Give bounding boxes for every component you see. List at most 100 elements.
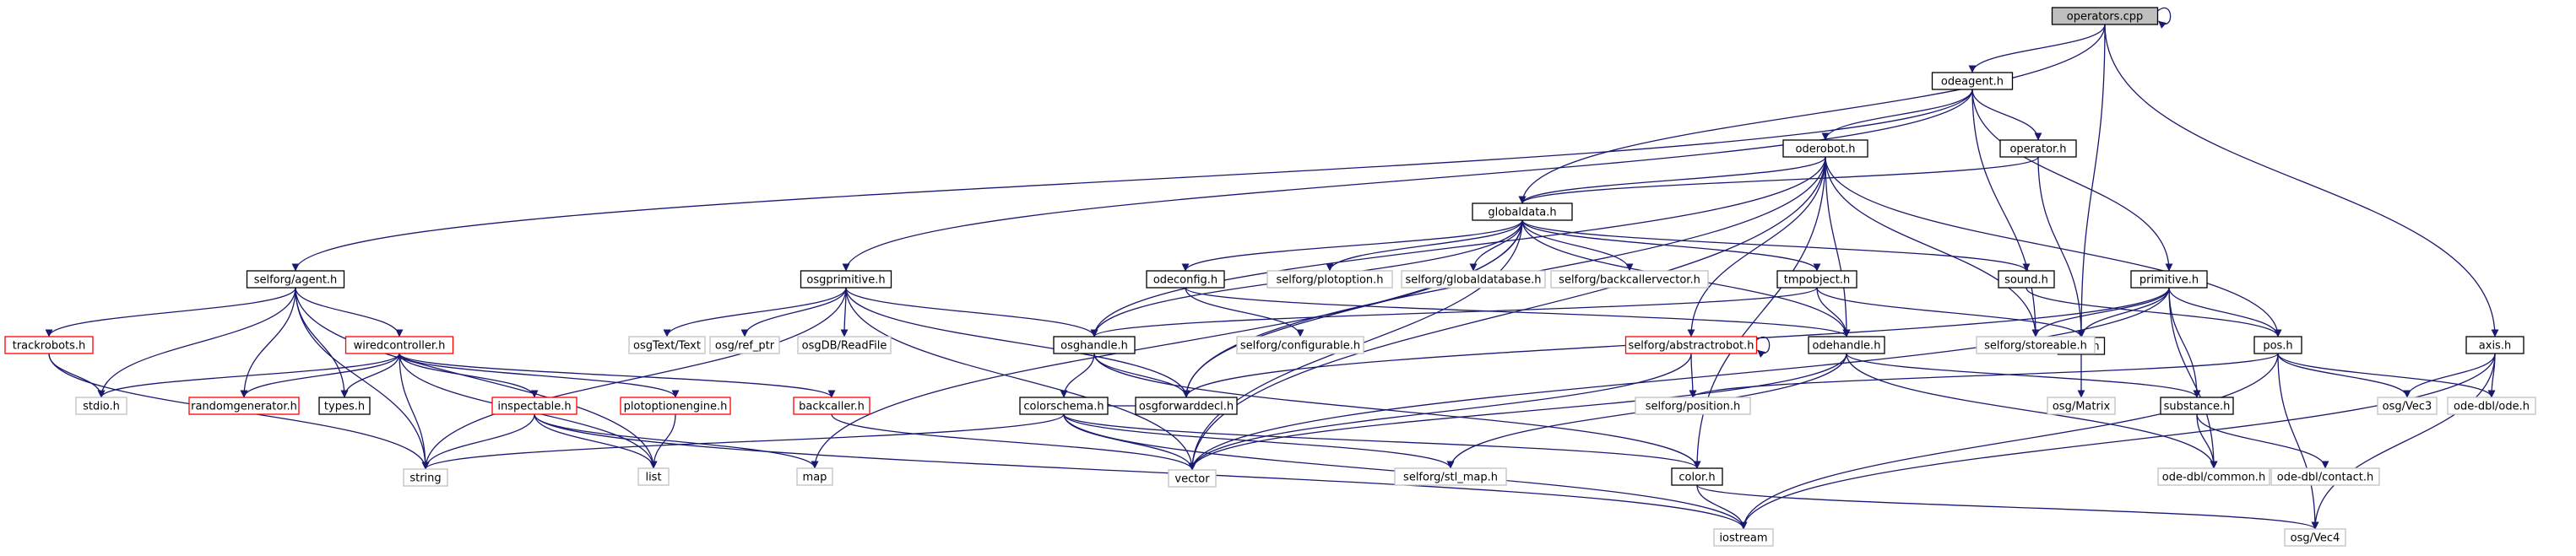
node-box[interactable] [2377, 397, 2438, 415]
node-box[interactable] [1019, 397, 1109, 415]
node-plotoptionengine-h[interactable]: plotoptionengine.h [620, 397, 731, 415]
node-osgforwarddecl-h[interactable]: osgforwarddecl.h [1135, 397, 1238, 415]
node-label: ode-dbl/common.h [2162, 472, 2265, 484]
node-box[interactable] [1998, 270, 2055, 289]
node-box[interactable] [2130, 270, 2208, 289]
node-color-h[interactable]: color.h [1671, 467, 1723, 486]
node-box[interactable] [1931, 72, 2014, 90]
node-iostream[interactable]: iostream [1713, 528, 1774, 547]
node-box[interactable] [2051, 7, 2159, 25]
node-odeconfig-h[interactable]: odeconfig.h [1146, 270, 1225, 289]
node-box[interactable] [491, 397, 578, 415]
node-selforg-storeable-h[interactable]: selforg/storeable.h [1976, 336, 2096, 354]
node-vector[interactable]: vector [1168, 469, 1217, 488]
node-selforg-globaldatabase-h[interactable]: selforg/globaldatabase.h [1401, 270, 1546, 289]
node-map[interactable]: map [796, 467, 833, 486]
node-box[interactable] [1713, 528, 1774, 547]
node-selforg-plotoption-h[interactable]: selforg/plotoption.h [1266, 270, 1393, 289]
node-box[interactable] [403, 468, 448, 487]
node-box[interactable] [793, 397, 870, 415]
node-box[interactable] [2047, 397, 2116, 415]
node-box[interactable] [709, 336, 780, 354]
node-box[interactable] [1635, 397, 1751, 415]
node-osgtext-text[interactable]: osgText/Text [628, 336, 706, 354]
node-box[interactable] [1135, 397, 1238, 415]
node-axis-h[interactable]: axis.h [2465, 336, 2524, 354]
node-odeagent-h[interactable]: odeagent.h [1931, 72, 2014, 90]
node-substance-h[interactable]: substance.h [2160, 397, 2234, 415]
node-sound-h[interactable]: sound.h [1998, 270, 2055, 289]
node-box[interactable] [4, 336, 94, 354]
node-trackrobots-h[interactable]: trackrobots.h [4, 336, 94, 354]
node-wiredcontroller-h[interactable]: wiredcontroller.h [344, 336, 454, 354]
node-box[interactable] [1976, 336, 2096, 354]
node-selforg-abstractrobot-h[interactable]: selforg/abstractrobot.h [1624, 336, 1758, 354]
node-osg-matrix[interactable]: osg/Matrix [2047, 397, 2116, 415]
node-pos-h[interactable]: pos.h [2253, 336, 2302, 354]
node-box[interactable] [800, 270, 892, 289]
node-types-h[interactable]: types.h [318, 397, 371, 415]
node-box[interactable] [1266, 270, 1393, 289]
node-osghandle-h[interactable]: osghandle.h [1053, 336, 1136, 354]
node-box[interactable] [1624, 336, 1758, 354]
node-box[interactable] [2447, 397, 2536, 415]
node-inspectable-h[interactable]: inspectable.h [491, 397, 578, 415]
node-oderobot-h[interactable]: oderobot.h [1782, 139, 1868, 158]
node-stdio-h[interactable]: stdio.h [75, 397, 127, 415]
node-box[interactable] [318, 397, 371, 415]
node-box[interactable] [1401, 270, 1546, 289]
node-tmpobject-h[interactable]: tmpobject.h [1776, 270, 1857, 289]
node-osg-vec3[interactable]: osg/Vec3 [2377, 397, 2438, 415]
node-string[interactable]: string [403, 468, 448, 487]
node-osg-ref-ptr[interactable]: osg/ref_ptr [709, 336, 780, 354]
node-box[interactable] [797, 336, 892, 354]
node-selforg-configurable-h[interactable]: selforg/configurable.h [1236, 336, 1364, 354]
node-box[interactable] [2270, 467, 2380, 486]
node-osgdb-readfile[interactable]: osgDB/ReadFile [797, 336, 892, 354]
edge-wiredcontroller-h-to-string [399, 353, 430, 470]
node-randomgenerator-h[interactable]: randomgenerator.h [188, 397, 300, 415]
node-operators-cpp[interactable]: operators.cpp [2051, 7, 2159, 25]
node-box[interactable] [2253, 336, 2302, 354]
node-box[interactable] [1053, 336, 1136, 354]
node-backcaller-h[interactable]: backcaller.h [793, 397, 870, 415]
node-list[interactable]: list [637, 467, 670, 486]
node-box[interactable] [75, 397, 127, 415]
node-box[interactable] [1782, 139, 1868, 158]
node-box[interactable] [1776, 270, 1857, 289]
node-selforg-stl-map-h[interactable]: selforg/stl_map.h [1394, 467, 1507, 486]
node-box[interactable] [2157, 467, 2270, 486]
node-box[interactable] [1999, 139, 2077, 158]
node-globaldata-h[interactable]: globaldata.h [1472, 202, 1573, 221]
node-osg-vec4[interactable]: osg/Vec4 [2284, 528, 2346, 547]
node-colorschema-h[interactable]: colorschema.h [1019, 397, 1109, 415]
node-selforg-position-h[interactable]: selforg/position.h [1635, 397, 1751, 415]
node-box[interactable] [2465, 336, 2524, 354]
node-ode-dbl-common-h[interactable]: ode-dbl/common.h [2157, 467, 2270, 486]
node-box[interactable] [188, 397, 300, 415]
node-box[interactable] [637, 467, 670, 486]
node-operator-h[interactable]: operator.h [1999, 139, 2077, 158]
node-box[interactable] [620, 397, 731, 415]
node-selforg-agent-h[interactable]: selforg/agent.h [246, 270, 345, 289]
node-odehandle-h[interactable]: odehandle.h [1808, 336, 1885, 354]
node-box[interactable] [796, 467, 833, 486]
node-box[interactable] [246, 270, 345, 289]
node-box[interactable] [1236, 336, 1364, 354]
node-box[interactable] [344, 336, 454, 354]
node-primitive-h[interactable]: primitive.h [2130, 270, 2208, 289]
node-selforg-backcallervector-h[interactable]: selforg/backcallervector.h [1550, 270, 1709, 289]
node-box[interactable] [1550, 270, 1709, 289]
node-box[interactable] [2284, 528, 2346, 547]
node-box[interactable] [1472, 202, 1573, 221]
node-ode-dbl-ode-h[interactable]: ode-dbl/ode.h [2447, 397, 2536, 415]
node-box[interactable] [2160, 397, 2234, 415]
node-ode-dbl-contact-h[interactable]: ode-dbl/contact.h [2270, 467, 2380, 486]
node-box[interactable] [1671, 467, 1723, 486]
node-box[interactable] [1168, 469, 1217, 488]
node-box[interactable] [1146, 270, 1225, 289]
node-box[interactable] [1394, 467, 1507, 486]
node-box[interactable] [628, 336, 706, 354]
node-osgprimitive-h[interactable]: osgprimitive.h [800, 270, 892, 289]
node-box[interactable] [1808, 336, 1885, 354]
